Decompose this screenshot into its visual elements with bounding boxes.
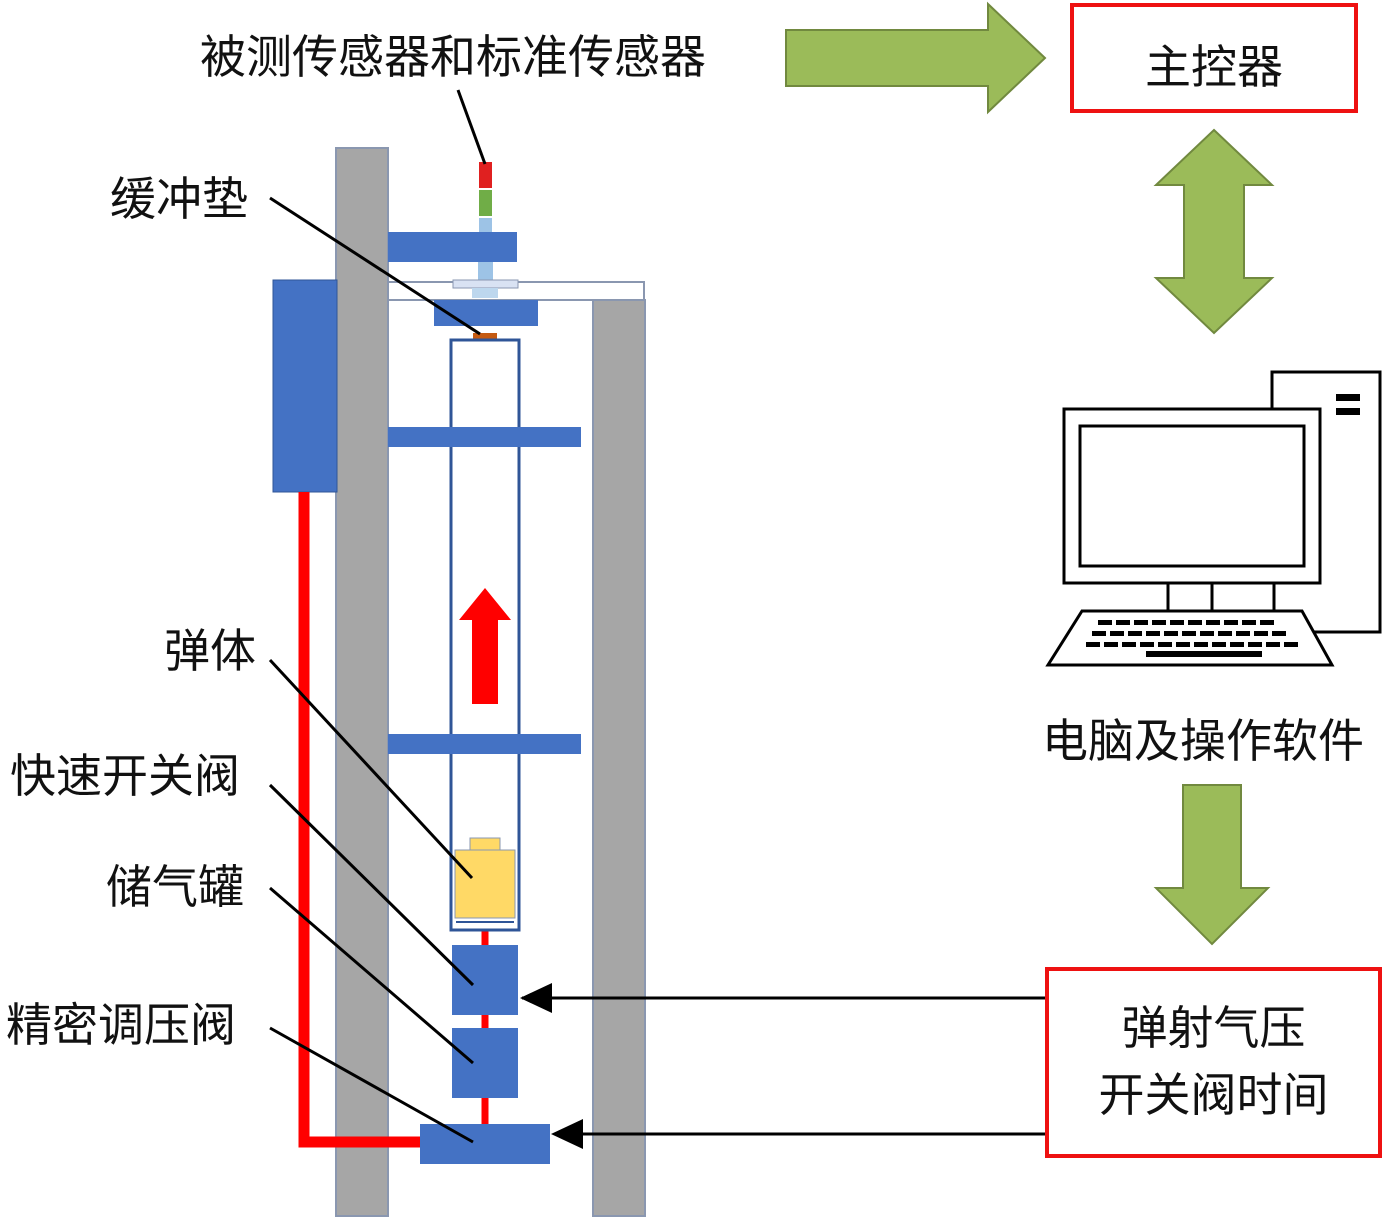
projectile — [454, 849, 516, 919]
leader-gas-tank — [269, 886, 474, 1065]
gas-tank — [452, 1028, 518, 1098]
precision-pressure-valve — [420, 1124, 550, 1164]
buffer-pad — [473, 333, 497, 339]
red-up-arrow-icon — [459, 588, 511, 704]
impact-block — [434, 300, 538, 326]
leader-projectile — [268, 658, 474, 880]
signal-arrowhead-fast-valve — [520, 983, 552, 1013]
label-buffer-pad: 缓冲垫 — [110, 172, 248, 226]
flow-arrow-controller-computer — [1153, 128, 1275, 335]
crossbar-upper — [388, 427, 581, 447]
label-sensors: 被测传感器和标准传感器 — [200, 30, 706, 84]
label-computer: 电脑及操作软件 — [1042, 714, 1364, 768]
label-projectile: 弹体 — [164, 624, 256, 678]
guide-collar — [452, 279, 519, 289]
tested-sensor — [479, 162, 492, 188]
label-fast-valve: 快速开关阀 — [10, 749, 240, 803]
leader-precision-valve — [269, 1026, 474, 1144]
params-box — [1045, 967, 1382, 1158]
top-beam — [388, 232, 517, 262]
label-gas-tank: 储气罐 — [106, 860, 244, 914]
label-precision-valve: 精密调压阀 — [6, 998, 236, 1052]
connecting-shaft — [478, 262, 493, 282]
projectile-cap — [469, 837, 501, 851]
air-pipe — [298, 492, 420, 1148]
left-guide-rail — [335, 147, 389, 1217]
params-line-pressure: 弹射气压 — [1121, 1001, 1306, 1055]
leader-sensors — [456, 89, 487, 165]
fast-switch-valve — [452, 945, 518, 1015]
signal-arrowhead-precision-valve — [551, 1119, 583, 1149]
flow-arrow-sensors-to-controller — [785, 1, 1047, 115]
params-box-text: 弹射气压 开关阀时间 — [1047, 995, 1380, 1128]
controller-box — [1070, 3, 1358, 113]
desktop-computer-icon — [1045, 370, 1382, 667]
leader-buffer-pad — [269, 196, 481, 336]
guide-collar-inner — [472, 288, 498, 298]
standard-sensor — [479, 190, 492, 216]
right-guide-rail — [592, 299, 646, 1217]
crossbar-lower — [388, 734, 581, 754]
params-line-valve-time: 开关阀时间 — [1098, 1067, 1329, 1122]
controller-label: 主控器 — [1145, 40, 1283, 94]
flow-arrow-computer-to-params — [1153, 784, 1271, 946]
leader-fast-valve — [268, 783, 475, 987]
side-control-box — [272, 279, 338, 493]
sensor-base — [479, 218, 492, 232]
